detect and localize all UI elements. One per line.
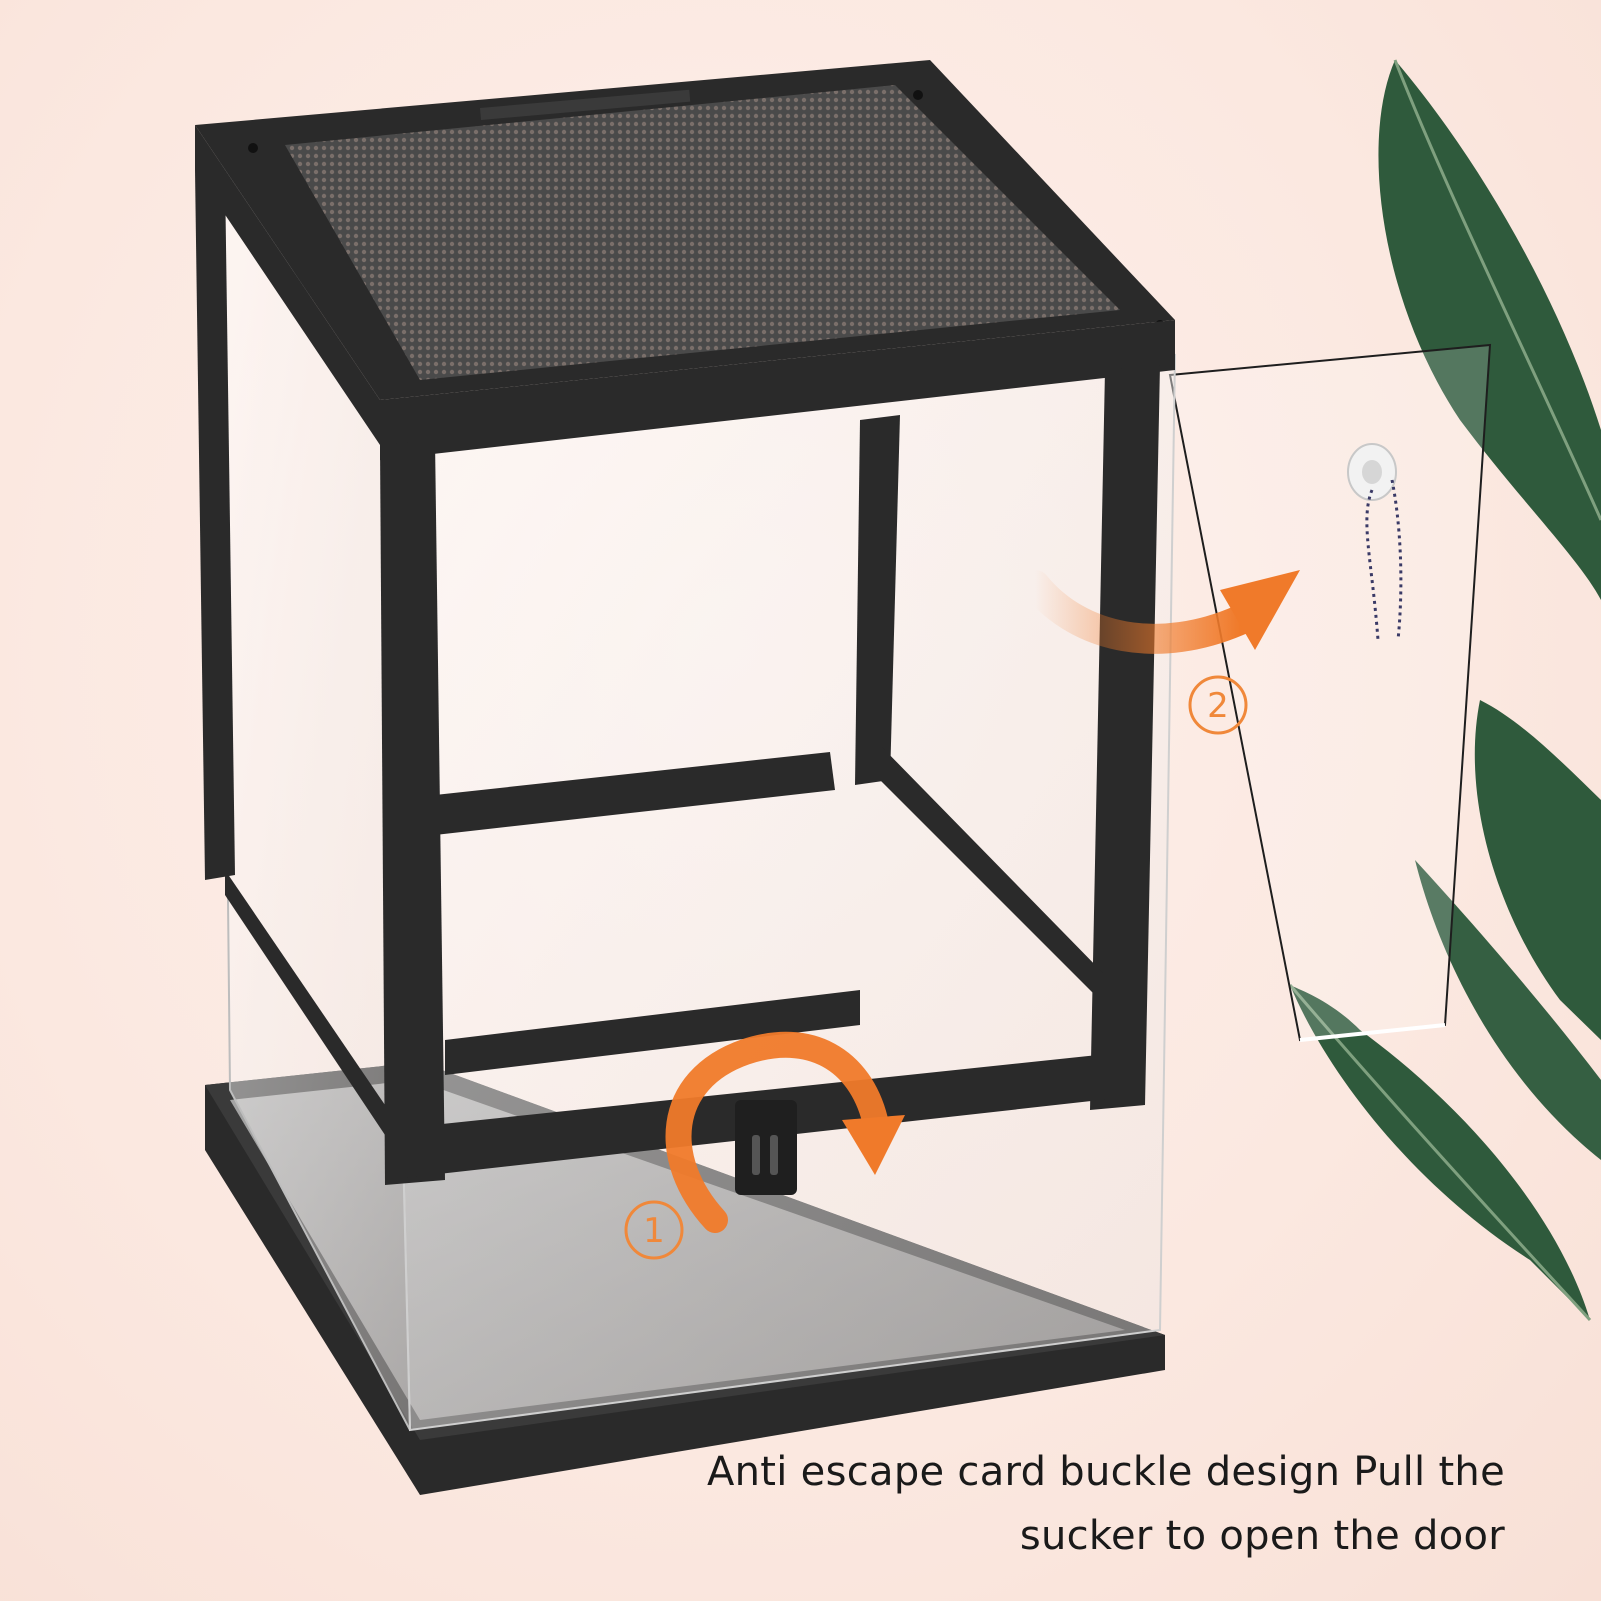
step-badge-1-label: 1 bbox=[643, 1211, 665, 1251]
plant-leaf-top bbox=[1378, 59, 1601, 600]
mesh-lid bbox=[195, 60, 1175, 417]
step-badge-2-label: 2 bbox=[1207, 686, 1229, 726]
latch-buckle-icon bbox=[735, 1100, 797, 1195]
rotate-arrow-icon bbox=[665, 1031, 905, 1233]
black-frame bbox=[195, 125, 1175, 1185]
plant-leaf-middle bbox=[1415, 700, 1601, 1160]
open-arrow-icon bbox=[1020, 570, 1300, 654]
caption-line-2: sucker to open the door bbox=[1019, 1513, 1505, 1559]
plant-leaf-bottom bbox=[1288, 984, 1592, 1322]
opened-door-panel bbox=[1168, 343, 1492, 1042]
glass-enclosure bbox=[218, 136, 1177, 1432]
step-badge-2: 2 bbox=[1188, 675, 1248, 735]
suction-cup-icon bbox=[1347, 443, 1403, 641]
caption-line-1: Anti escape card buckle design Pull the bbox=[706, 1449, 1505, 1495]
feature-caption: Anti escape card buckle design Pull the … bbox=[605, 1440, 1505, 1568]
step-badge-1: 1 bbox=[624, 1200, 684, 1260]
